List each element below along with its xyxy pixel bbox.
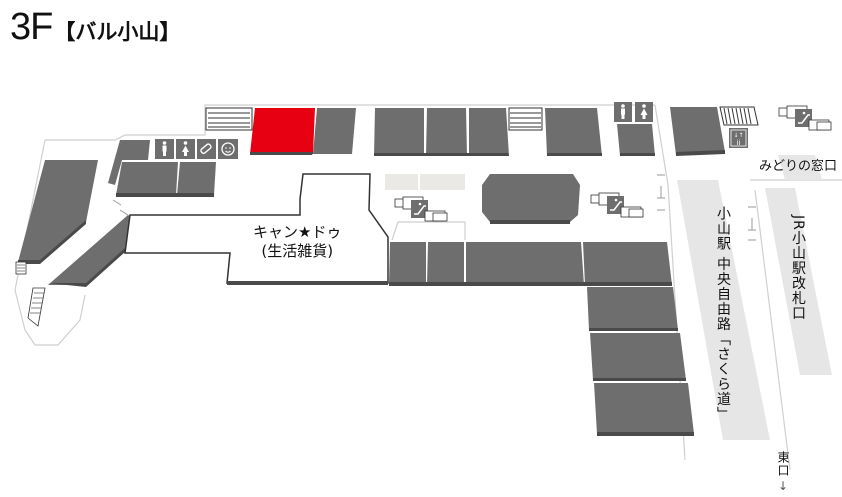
shop[interactable] bbox=[389, 242, 426, 285]
cando-shop[interactable] bbox=[124, 173, 389, 284]
shop[interactable] bbox=[374, 108, 424, 156]
svg-text:↓↑: ↓↑ bbox=[733, 132, 743, 139]
women-icon bbox=[182, 141, 189, 156]
jr-gate-label: JR小山駅改札口 bbox=[790, 215, 806, 321]
shop[interactable] bbox=[587, 287, 678, 330]
midori-window-label: みどりの窓口 bbox=[759, 159, 838, 174]
stairs-icon bbox=[205, 107, 253, 131]
baby-bottle-icon bbox=[200, 143, 212, 155]
shop[interactable] bbox=[116, 162, 178, 195]
shop[interactable] bbox=[617, 124, 655, 156]
counter-right bbox=[420, 174, 465, 190]
shop[interactable] bbox=[177, 162, 216, 195]
door-markers bbox=[112, 174, 756, 241]
escalator-icon bbox=[394, 196, 448, 222]
women-icon bbox=[640, 104, 648, 119]
shop[interactable] bbox=[427, 242, 464, 285]
shop[interactable] bbox=[590, 333, 686, 380]
highlighted-shop[interactable] bbox=[250, 108, 315, 154]
men-icon bbox=[162, 141, 167, 156]
left-shops bbox=[15, 140, 216, 327]
shop[interactable] bbox=[545, 108, 602, 156]
counter-left bbox=[385, 174, 418, 190]
svg-text:ii: ii bbox=[737, 139, 741, 147]
floor-number: 3F bbox=[10, 6, 53, 48]
central-passage-label: 小山駅 中央自由路「さくら道」 bbox=[715, 206, 731, 422]
shop[interactable] bbox=[426, 108, 467, 156]
center-block[interactable] bbox=[482, 174, 580, 222]
shop[interactable] bbox=[466, 242, 584, 285]
right-facility-icons bbox=[614, 102, 653, 122]
top-row-shops bbox=[250, 107, 725, 156]
shop[interactable] bbox=[108, 140, 150, 185]
floor-title: 3F 【バル小山】 bbox=[10, 8, 180, 46]
featured-shop-label: キャン★ドゥ (生活雑貨) bbox=[253, 223, 341, 261]
shop[interactable] bbox=[18, 160, 98, 262]
shop[interactable] bbox=[670, 107, 725, 155]
building-name: 【バル小山】 bbox=[54, 20, 181, 44]
featured-shop-name: キャン★ドゥ bbox=[253, 223, 342, 241]
east-exit-label: 東口 bbox=[776, 451, 790, 477]
east-exit-arrow-icon: ↓ bbox=[778, 479, 789, 493]
midori-window-area bbox=[778, 155, 822, 180]
baby-face-icon bbox=[221, 142, 235, 156]
shop[interactable] bbox=[469, 108, 509, 156]
stairs-icon bbox=[508, 107, 543, 131]
jr-gate-area bbox=[765, 188, 832, 375]
escalator-icon bbox=[590, 192, 644, 218]
featured-shop-category: (生活雑貨) bbox=[261, 242, 334, 260]
elevator-icon: ↓↑ ii bbox=[729, 128, 748, 148]
shop[interactable] bbox=[313, 108, 356, 154]
escalator-icon bbox=[778, 105, 832, 131]
left-facility-icons bbox=[155, 139, 238, 159]
shop[interactable] bbox=[48, 215, 130, 285]
center-shops bbox=[389, 174, 694, 436]
central-passage bbox=[677, 180, 770, 440]
men-icon bbox=[621, 104, 625, 119]
stairs-icon bbox=[719, 106, 759, 126]
shop[interactable] bbox=[594, 383, 694, 434]
shop[interactable] bbox=[583, 242, 672, 285]
